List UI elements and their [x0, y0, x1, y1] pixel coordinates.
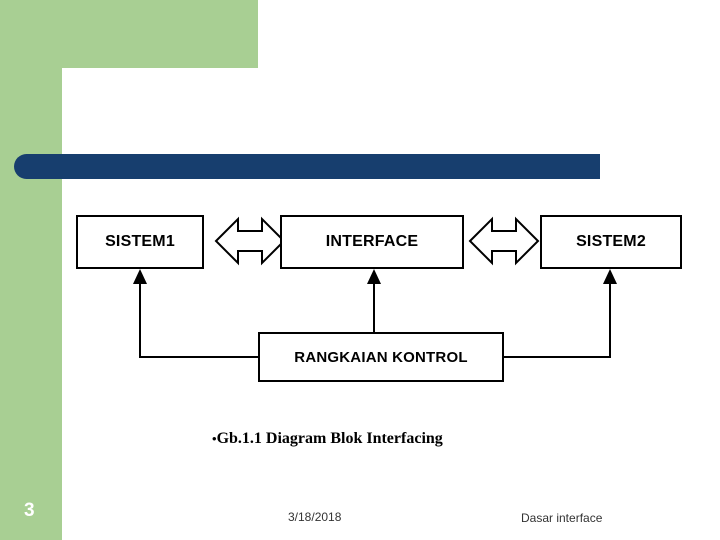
block-interface: INTERFACE — [280, 215, 464, 269]
block-sistem1: SISTEM1 — [76, 215, 204, 269]
left-green-band — [0, 0, 62, 540]
block-interface-label: INTERFACE — [325, 233, 419, 250]
block-sistem2-label: SISTEM2 — [576, 233, 646, 250]
footer-date: 3/18/2018 — [288, 510, 342, 524]
caption-bullet: • — [212, 431, 217, 446]
double-arrow-interface-sistem2 — [468, 216, 540, 266]
double-arrow-sistem1-interface — [214, 216, 286, 266]
footer-note: Dasar interface — [521, 511, 603, 525]
block-rangkaian-kontrol-label: RANGKAIAN KONTROL — [294, 348, 468, 366]
block-sistem2: SISTEM2 — [540, 215, 682, 269]
arrow-rangkaian-to-sistem1 — [139, 277, 258, 358]
block-rangkaian-kontrol: RANGKAIAN KONTROL — [258, 332, 504, 382]
caption-text: Gb.1.1 Diagram Blok Interfacing — [216, 430, 443, 447]
diagram-caption: •Gb.1.1 Diagram Blok Interfacing — [212, 430, 443, 448]
top-green-band — [62, 0, 258, 68]
arrow-rangkaian-to-sistem2 — [504, 277, 611, 358]
title-bar — [14, 154, 600, 179]
block-sistem1-label: SISTEM1 — [105, 233, 175, 250]
page-number: 3 — [24, 500, 35, 521]
